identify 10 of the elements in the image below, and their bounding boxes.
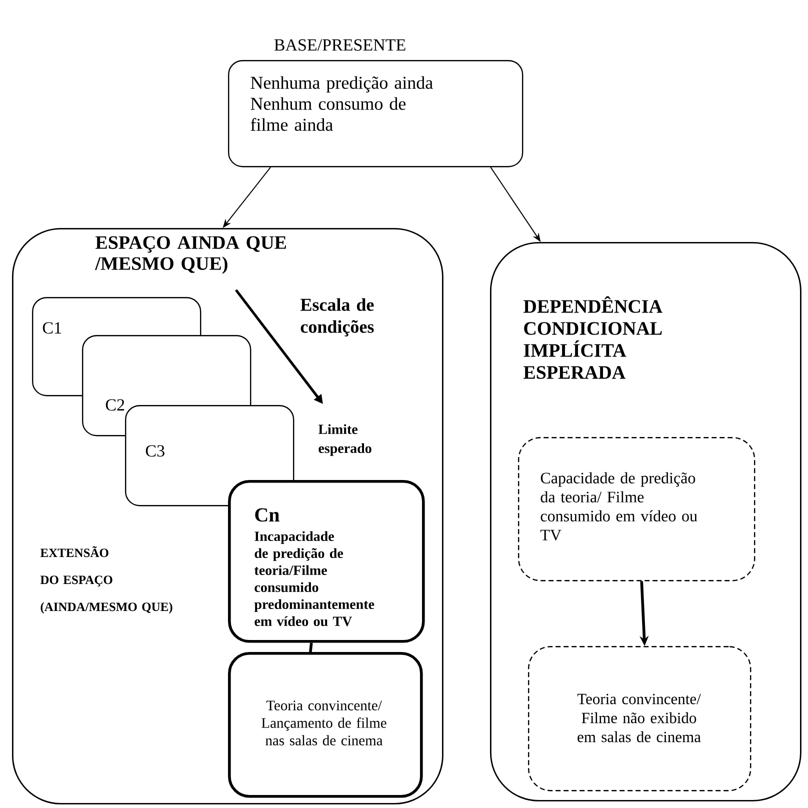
process-box: Capacidade de predição da teoria/ Filme consumido em vídeo ou TV (518, 437, 756, 582)
process-box: Nenhuma predição ainda Nenhum consumo de filme ainda (228, 60, 524, 168)
outcome-box: Teoria convincente/ Filme não exibido em salas de cinema (528, 646, 752, 792)
annotation: Escala de condições (300, 298, 374, 336)
outcome-box: Teoria convincente/ Lançamento de filme nas salas de cinema (228, 652, 423, 798)
title: BASE/PRESENTE (274, 39, 406, 51)
condition-box: Cn Incapacidade de predição de teoria/Filme consumido predominantemente em vídeo ou TV (228, 480, 425, 643)
annotation: Limite esperado (318, 424, 372, 456)
connector-line (309, 642, 313, 652)
condition-box: C3 (125, 405, 294, 506)
